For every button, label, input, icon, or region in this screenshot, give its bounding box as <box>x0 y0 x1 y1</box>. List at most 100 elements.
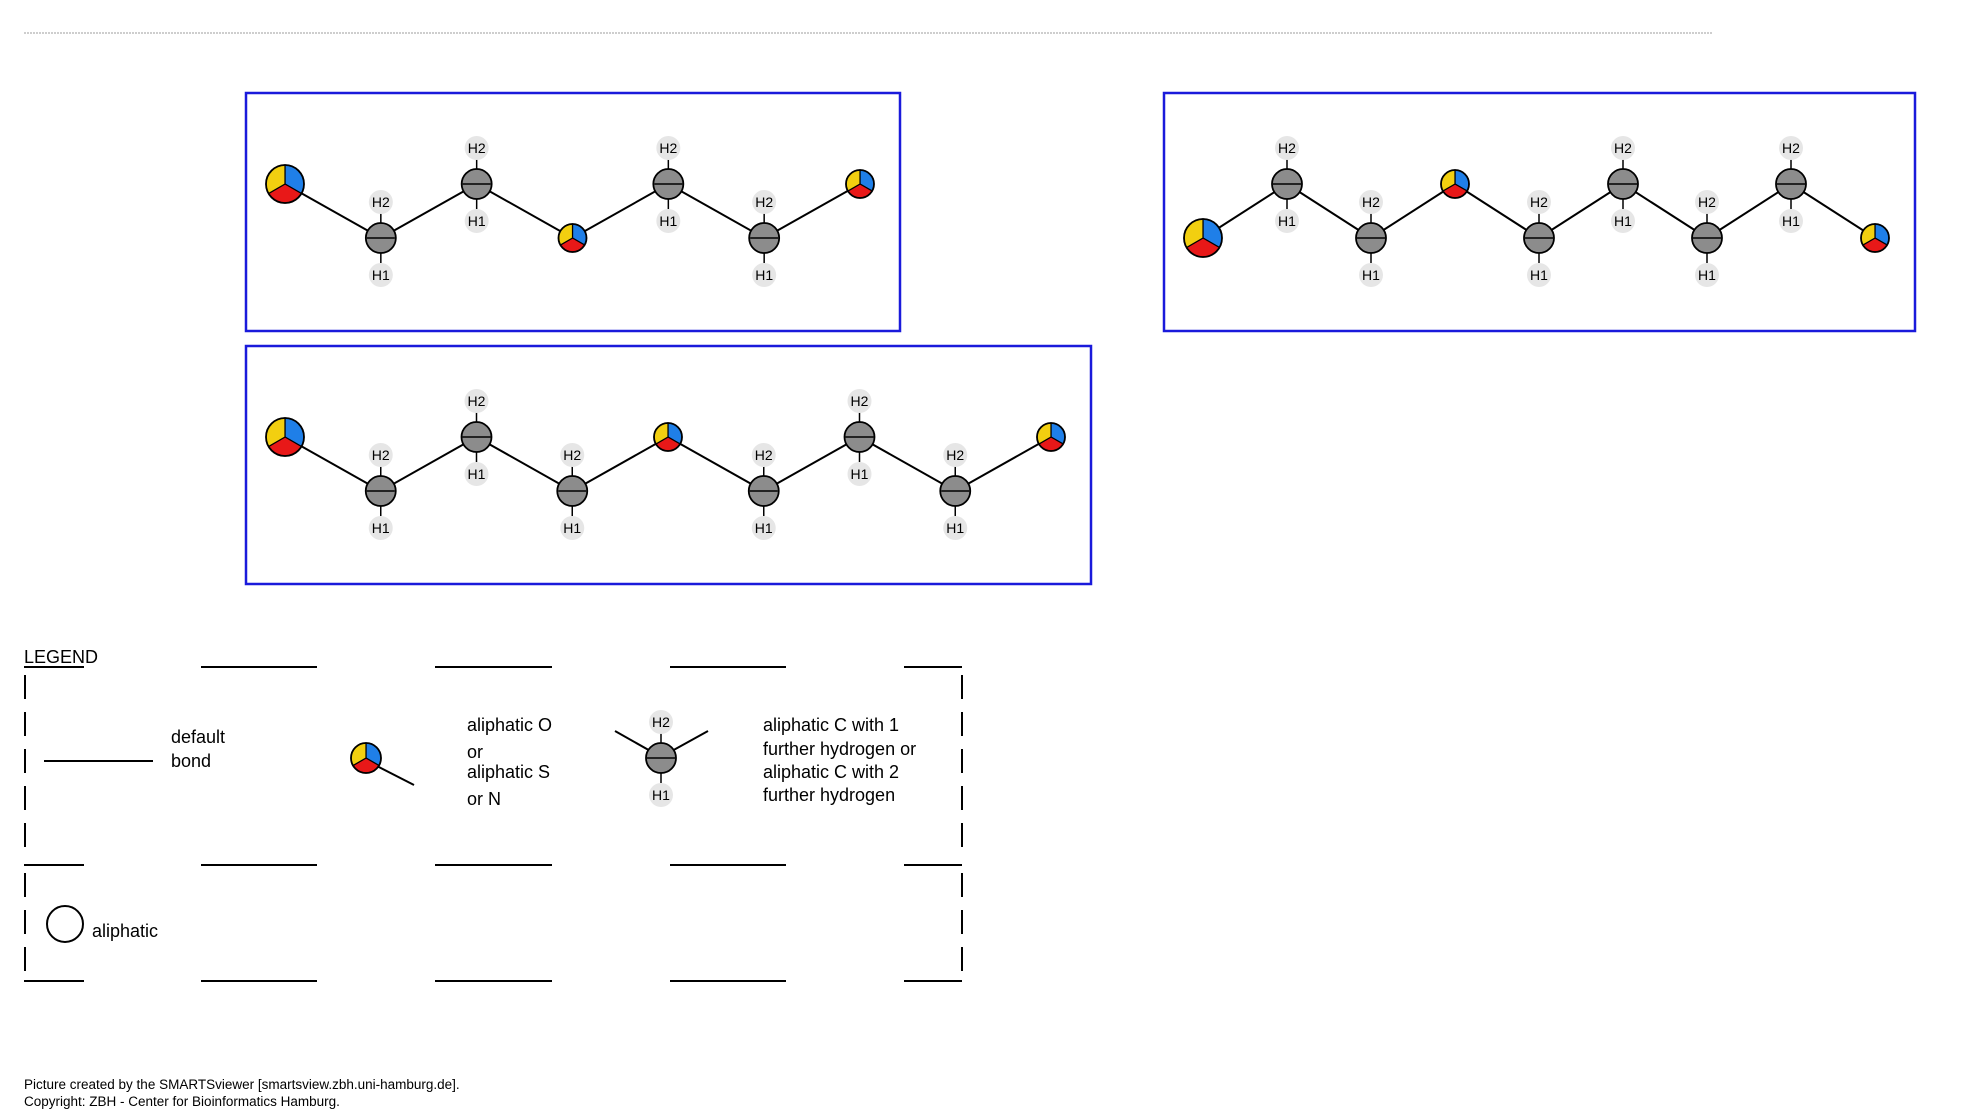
svg-text:H1: H1 <box>1782 213 1800 229</box>
hydrogen-label: H1 <box>751 516 776 540</box>
hetero-atom-icon <box>1860 223 1890 253</box>
hydrogen-label: H2 <box>649 710 673 734</box>
pattern-frame-1 <box>244 91 902 333</box>
hetero-atom-icon <box>557 223 588 253</box>
svg-text:H1: H1 <box>1614 213 1632 229</box>
bond <box>571 436 669 492</box>
bond <box>476 436 573 492</box>
legend-carbon-label-4: further hydrogen <box>763 785 895 805</box>
bond <box>954 436 1052 492</box>
svg-text:H1: H1 <box>851 466 869 482</box>
hydrogen-label: H1 <box>1779 209 1803 233</box>
svg-text:H1: H1 <box>1362 267 1380 283</box>
hydrogen-label: H1 <box>1611 209 1635 233</box>
svg-text:H1: H1 <box>468 213 486 229</box>
svg-text:H2: H2 <box>372 194 390 210</box>
hydrogen-label: H1 <box>943 516 968 540</box>
svg-text:H1: H1 <box>659 213 677 229</box>
legend-hetero-label-1: aliphatic O <box>467 715 552 735</box>
hydrogen-label: H2 <box>464 136 489 160</box>
svg-text:H2: H2 <box>372 447 390 463</box>
hydrogen-label: H2 <box>656 136 681 160</box>
bond <box>763 183 861 239</box>
hydrogen-label: H1 <box>368 263 393 287</box>
svg-text:H1: H1 <box>372 267 390 283</box>
legend-carbon-label-2: further hydrogen or <box>763 739 916 759</box>
svg-text:H2: H2 <box>468 140 486 156</box>
svg-text:H1: H1 <box>1530 267 1548 283</box>
bond <box>859 436 956 492</box>
hydrogen-label: H1 <box>368 516 393 540</box>
hydrogen-label: H1 <box>1695 263 1719 287</box>
svg-text:H1: H1 <box>372 520 390 536</box>
hydrogen-label: H2 <box>751 443 776 467</box>
hydrogen-label: H1 <box>1275 209 1299 233</box>
bond <box>1370 183 1456 239</box>
pattern-frame-3 <box>244 344 1093 586</box>
bond <box>380 183 478 239</box>
bond <box>476 183 573 239</box>
bond <box>763 436 860 492</box>
svg-text:H2: H2 <box>563 447 581 463</box>
legend-hetero-label-2: or <box>467 742 483 762</box>
footer-line-2: Copyright: ZBH - Center for Bioinformati… <box>24 1094 340 1109</box>
bond <box>667 183 765 239</box>
legend-bond-label-1: default <box>171 727 225 747</box>
legend-ring-label: aliphatic <box>92 921 158 941</box>
hydrogen-label: H2 <box>752 190 777 214</box>
hydrogen-label: H1 <box>1527 263 1551 287</box>
hydrogen-label: H2 <box>943 443 968 467</box>
svg-text:H1: H1 <box>468 466 486 482</box>
hydrogen-label: H1 <box>656 209 681 233</box>
svg-text:H1: H1 <box>755 267 773 283</box>
svg-text:H1: H1 <box>1278 213 1296 229</box>
hydrogen-label: H2 <box>464 389 489 413</box>
svg-text:H1: H1 <box>563 520 581 536</box>
bond <box>380 436 477 492</box>
legend-ring-icon <box>46 905 84 943</box>
legend-hetero-label-3: aliphatic S <box>467 762 550 782</box>
svg-text:H2: H2 <box>1530 194 1548 210</box>
pattern-frame-2 <box>1162 91 1917 333</box>
hydrogen-label: H2 <box>1527 190 1551 214</box>
hetero-atom-icon <box>653 422 683 452</box>
hydrogen-label: H2 <box>1275 136 1299 160</box>
hydrogen-label: H2 <box>1779 136 1803 160</box>
bond <box>667 436 765 492</box>
legend: LEGEND default bond aliphatic O or aliph… <box>24 647 963 982</box>
svg-text:H1: H1 <box>652 787 670 803</box>
legend-hetero-label-4: or N <box>467 789 501 809</box>
hetero-atom-icon <box>265 164 305 204</box>
svg-text:H2: H2 <box>468 393 486 409</box>
hydrogen-label: H1 <box>752 263 777 287</box>
legend-title: LEGEND <box>24 647 98 667</box>
svg-text:H1: H1 <box>946 520 964 536</box>
svg-text:H2: H2 <box>755 194 773 210</box>
hydrogen-label: H2 <box>560 443 585 467</box>
svg-text:H1: H1 <box>1698 267 1716 283</box>
legend-bond-label-2: bond <box>171 751 211 771</box>
hydrogen-label: H1 <box>464 462 489 486</box>
svg-text:H2: H2 <box>1698 194 1716 210</box>
hetero-atom-icon <box>1440 169 1470 199</box>
svg-text:H2: H2 <box>1614 140 1632 156</box>
svg-text:H2: H2 <box>1278 140 1296 156</box>
legend-carbon-label-3: aliphatic C with 2 <box>763 762 899 782</box>
legend-hetero-icon <box>350 742 415 786</box>
